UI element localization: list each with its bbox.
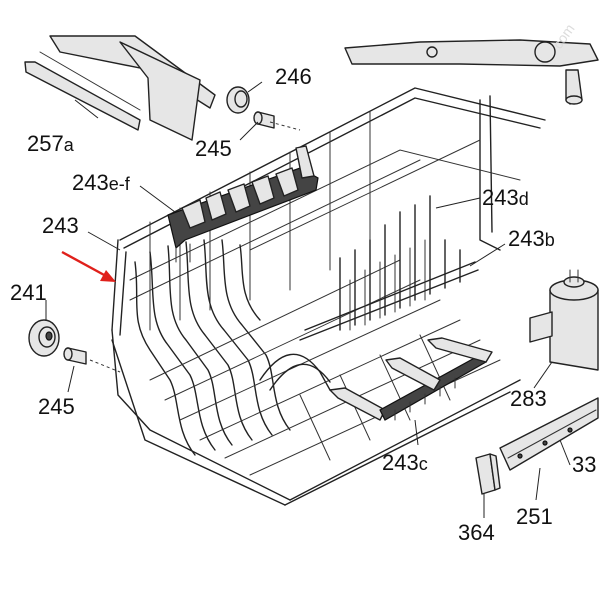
fold-wire xyxy=(259,353,331,391)
callout-243b: 243b xyxy=(508,226,555,251)
callout-245-top: 245 xyxy=(195,136,232,161)
callout-labels: 257a 246 245 243e-f 243d 243 243b 241 24… xyxy=(10,64,596,545)
part-243e-f-shelf xyxy=(167,145,319,263)
callout-243: 243 xyxy=(42,213,79,238)
part-243c-clips xyxy=(329,337,493,421)
callout-241: 241 xyxy=(10,280,47,305)
red-arrow xyxy=(61,250,116,282)
leader-lines xyxy=(45,81,571,518)
part-245-axle-left xyxy=(63,347,87,365)
basket-rack xyxy=(89,87,546,506)
part-245-axle-top xyxy=(253,111,275,129)
part-257a-rail xyxy=(24,35,216,141)
callout-283: 283 xyxy=(510,386,547,411)
part-246-wheel xyxy=(226,86,250,114)
part-241-wheel xyxy=(28,319,60,357)
part-251-rail xyxy=(499,397,599,471)
callout-364: 364 xyxy=(458,520,495,545)
spray-arm xyxy=(344,39,599,105)
callout-257a: 257a xyxy=(27,131,75,156)
part-283-bearing xyxy=(529,269,599,371)
callout-243e-f: 243e-f xyxy=(72,170,131,195)
callout-246: 246 xyxy=(275,64,312,89)
part-364-clip xyxy=(475,453,501,495)
callout-245-left: 245 xyxy=(38,394,75,419)
part-243b-tines xyxy=(299,195,479,341)
callout-251: 251 xyxy=(516,504,553,529)
callout-33: 33 xyxy=(572,452,596,477)
callout-243d: 243d xyxy=(482,185,529,210)
callout-243c: 243c xyxy=(382,450,428,475)
